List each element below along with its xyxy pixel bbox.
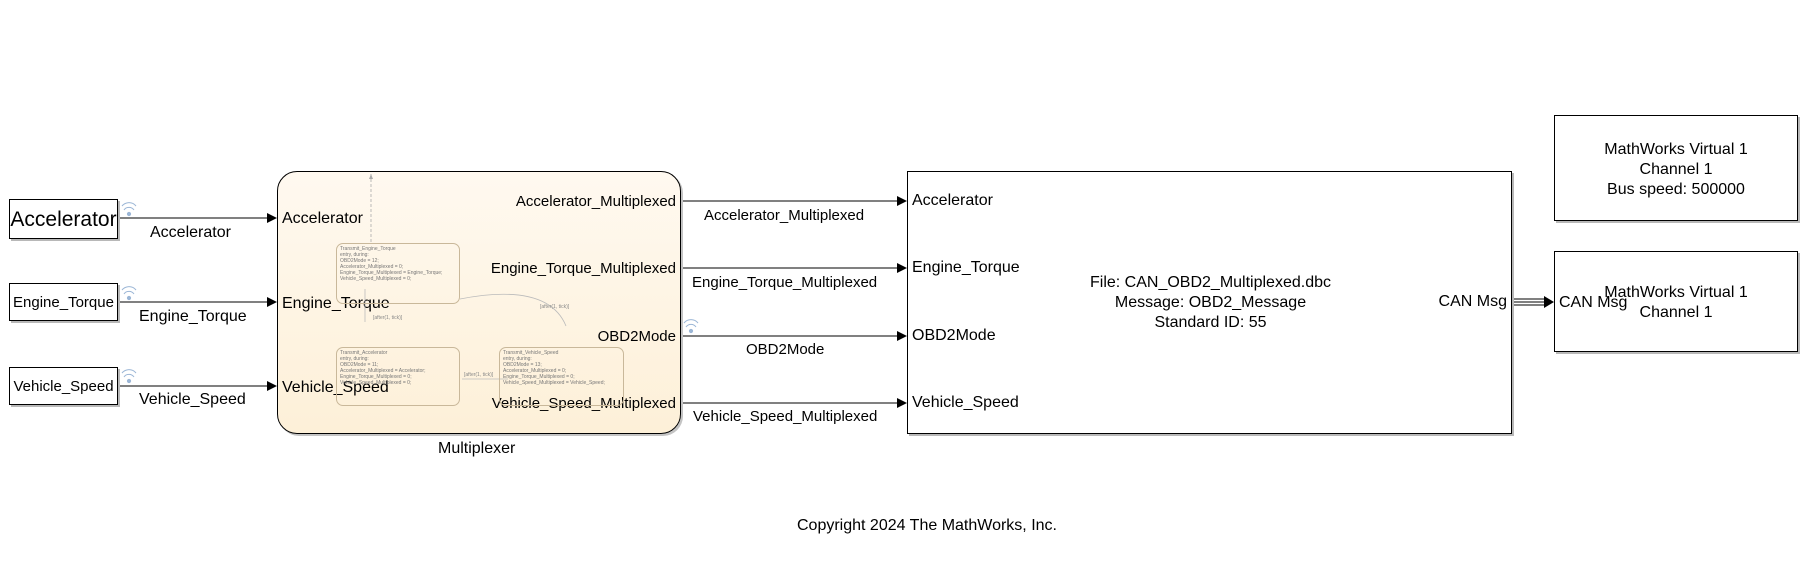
engine-torque-signal-label: Engine_Torque: [139, 308, 247, 325]
mux-output-engine-torque-multiplexed: Engine_Torque_Multiplexed: [490, 260, 676, 277]
state-title: Transmit_Vehicle_Speed: [503, 350, 559, 356]
can-pack-output-can-msg: CAN Msg: [1438, 293, 1507, 310]
wire-label-obd2mode: OBD2Mode: [746, 341, 825, 358]
can-pack-message: Message: OBD2_Message: [1114, 294, 1307, 311]
can-pack-input-obd2mode: OBD2Mode: [912, 327, 996, 344]
state-line: Accelerator_Multiplexed = 0;: [503, 368, 567, 374]
state-line: entry, during:: [340, 252, 369, 258]
can-pack-block[interactable]: Accelerator Engine_Torque OBD2Mode Vehic…: [907, 171, 1512, 434]
state-transmit-engine-torque[interactable]: Transmit_Engine_Torque entry, during: OB…: [336, 243, 460, 304]
can-transmit-block[interactable]: MathWorks Virtual 1 Channel 1 CAN Msg: [1554, 251, 1798, 352]
mux-output-obd2mode: OBD2Mode: [597, 328, 676, 345]
wire-label-engine-torque-multiplexed: Engine_Torque_Multiplexed: [692, 274, 878, 291]
state-line: Vehicle_Speed_Multiplexed = Vehicle_Spee…: [503, 380, 605, 386]
can-config-channel: Channel 1: [1639, 161, 1713, 178]
state-line: OBD2Mode = 13;: [503, 362, 542, 368]
state-line: Engine_Torque_Multiplexed = Engine_Torqu…: [340, 270, 443, 276]
state-title: Transmit_Engine_Torque: [340, 246, 396, 252]
state-transmit-vehicle-speed[interactable]: Transmit_Vehicle_Speed entry, during: OB…: [499, 347, 624, 406]
wire-label-vehicle-speed-multiplexed: Vehicle_Speed_Multiplexed: [693, 408, 878, 425]
state-line: Accelerator_Multiplexed = 0;: [340, 264, 404, 270]
state-line: OBD2Mode = 11;: [340, 362, 379, 368]
transition-label: [after(1, tick)]: [464, 372, 494, 378]
engine-torque-inport[interactable]: Engine_Torque: [9, 283, 118, 321]
can-pack-input-vehicle-speed: Vehicle_Speed: [912, 394, 1019, 411]
multiplexer-chart[interactable]: Accelerator Engine_Torque Vehicle_Speed …: [277, 171, 681, 434]
state-line: entry, during:: [503, 356, 532, 362]
state-line: OBD2Mode = 12;: [340, 258, 379, 264]
mux-output-accelerator-multiplexed: Accelerator_Multiplexed: [515, 193, 676, 210]
vehicle-speed-signal-label: Vehicle_Speed: [139, 391, 246, 408]
accelerator-inport-label: Accelerator: [10, 208, 117, 231]
can-transmit-device: MathWorks Virtual 1: [1604, 284, 1748, 301]
log-icon: [121, 202, 699, 384]
state-line: entry, during:: [340, 356, 369, 362]
state-transitions: [364, 174, 567, 380]
can-pack-standard-id: Standard ID: 55: [1154, 314, 1267, 331]
mux-input-vehicle-speed: Vehicle_Speed: [282, 379, 389, 396]
state-title: Transmit_Accelerator: [340, 350, 388, 356]
vehicle-speed-inport[interactable]: Vehicle_Speed: [9, 367, 118, 405]
can-pack-input-engine-torque: Engine_Torque: [912, 259, 1020, 276]
wire-label-accelerator-multiplexed: Accelerator_Multiplexed: [704, 207, 865, 224]
mux-input-engine-torque: Engine_Torque: [282, 295, 390, 312]
can-transmit-input-can-msg: CAN Msg: [1559, 294, 1628, 311]
accelerator-signal-label: Accelerator: [150, 224, 231, 241]
state-line: Accelerator_Multiplexed = Accelerator;: [340, 368, 426, 374]
state-line: Engine_Torque_Multiplexed = 0;: [503, 374, 575, 380]
can-configuration-block[interactable]: MathWorks Virtual 1 Channel 1 Bus speed:…: [1554, 115, 1798, 221]
multiplexer-block-name: Multiplexer: [438, 440, 516, 457]
can-config-bus-speed: Bus speed: 500000: [1607, 181, 1745, 198]
vehicle-speed-inport-label: Vehicle_Speed: [13, 378, 114, 395]
transition-label: [after(1, tick)]: [373, 315, 403, 321]
wire-can-msg: [1512, 296, 1554, 308]
copyright-text: Copyright 2024 The MathWorks, Inc.: [797, 517, 1057, 534]
can-config-device: MathWorks Virtual 1: [1604, 141, 1748, 158]
mux-output-vehicle-speed-multiplexed: Vehicle_Speed_Multiplexed: [491, 395, 676, 412]
state-line: Vehicle_Speed_Multiplexed = 0;: [340, 276, 412, 282]
can-pack-file: File: CAN_OBD2_Multiplexed.dbc: [1090, 274, 1331, 291]
state-line: Engine_Torque_Multiplexed = 0;: [340, 374, 412, 380]
transition-label: [after(1, tick)]: [540, 304, 570, 310]
state-line: Vehicle_Speed_Multiplexed = 0;: [340, 380, 412, 386]
accelerator-inport[interactable]: Accelerator: [9, 199, 118, 239]
can-pack-input-accelerator: Accelerator: [912, 192, 993, 209]
state-transmit-accelerator[interactable]: Transmit_Accelerator entry, during: OBD2…: [336, 347, 460, 406]
engine-torque-inport-label: Engine_Torque: [13, 294, 114, 311]
can-transmit-channel: Channel 1: [1639, 304, 1713, 321]
mux-input-accelerator: Accelerator: [282, 210, 363, 227]
